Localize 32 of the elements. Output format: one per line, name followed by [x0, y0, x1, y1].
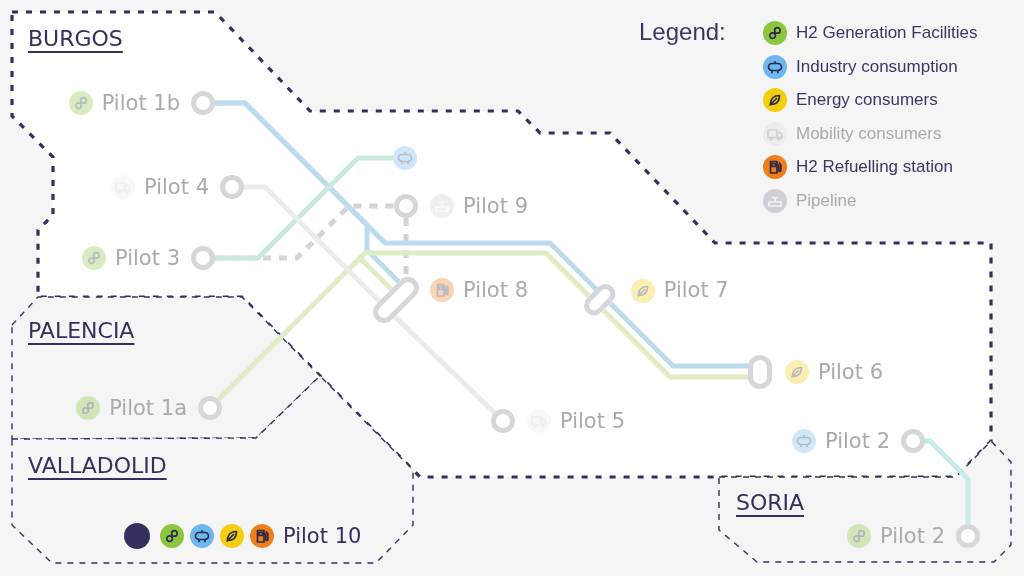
region-name: VALLADOLID: [28, 453, 167, 479]
legend-text: Energy consumers: [796, 89, 938, 112]
station-name: Pilot 2: [880, 523, 945, 549]
station-name: Pilot 2: [825, 428, 890, 454]
legend-text: H2 Refuelling station: [796, 156, 953, 179]
legend-text: Industry consumption: [796, 55, 958, 78]
metro-line: [216, 250, 592, 402]
region-name: PALENCIA: [28, 318, 135, 344]
station-name: Pilot 10: [283, 523, 362, 549]
legend-title: Legend:: [639, 17, 726, 47]
station-name: Pilot 4: [144, 174, 209, 200]
legend-text: Pipeline: [796, 190, 857, 212]
station-name: Pilot 1a: [109, 395, 187, 421]
metro-line: [608, 301, 748, 369]
legend-text: Mobility consumers: [796, 122, 942, 145]
station-name: Pilot 6: [818, 359, 883, 385]
station-name: Pilot 5: [560, 408, 625, 434]
legend-text: H2 Generation Facilities: [796, 22, 978, 44]
station-name: Pilot 3: [115, 245, 180, 271]
metro-line: [925, 438, 971, 524]
metro-line: [215, 155, 393, 261]
station-name: Pilot 7: [663, 278, 729, 304]
metro-line: [601, 308, 748, 380]
tank-icon: [393, 146, 417, 170]
metro-line: [244, 184, 381, 303]
metro-line: [393, 314, 497, 415]
metro-line: [215, 100, 599, 292]
station-name: Pilot 9: [463, 193, 528, 219]
station-name: Pilot 1b: [101, 90, 180, 116]
region-name: BURGOS: [28, 26, 123, 52]
station-name: Pilot 8: [463, 277, 528, 303]
region-name: SORIA: [736, 490, 805, 516]
